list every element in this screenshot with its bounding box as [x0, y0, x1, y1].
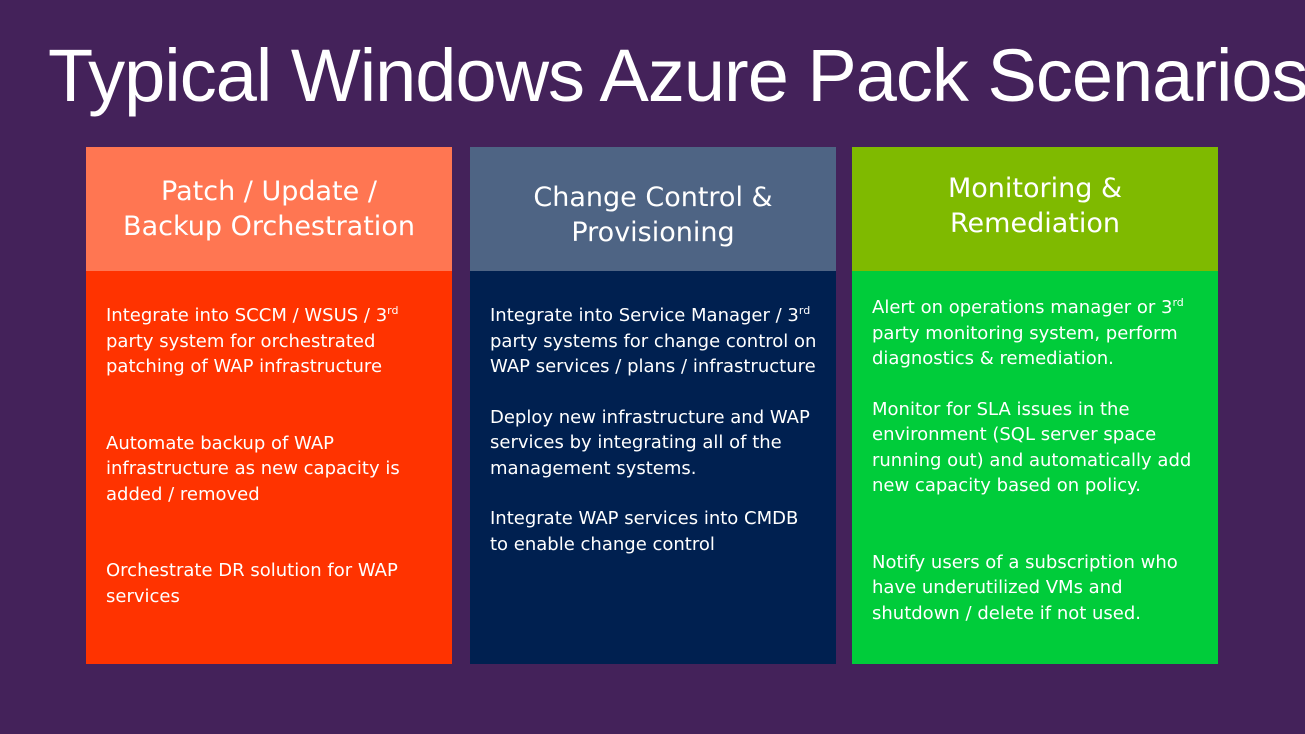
- scenario-item: Automate backup of WAP infrastructure as…: [106, 432, 400, 505]
- column-header-line: Change Control &: [533, 182, 773, 213]
- scenario-text: party system for orchestrated patching o…: [106, 330, 383, 378]
- column-header-line: Monitoring &: [947, 173, 1123, 204]
- ordinal-suffix: rd: [798, 304, 811, 317]
- scenario-item: Alert on operations manager or 3rd party…: [872, 295, 1200, 372]
- scenario-item: Monitor for SLA issues in the environmen…: [872, 398, 1192, 497]
- scenario-item: Notify users of a subscription who have …: [872, 551, 1178, 624]
- column-header-text: Monitoring & Remediation: [948, 171, 1122, 241]
- slide-title: Typical Windows Azure Pack Scenarios: [48, 34, 1305, 117]
- column-header-text: Change Control & Provisioning: [533, 180, 772, 250]
- column-header-line: Backup Orchestration: [123, 211, 415, 242]
- column-body: Integrate into SCCM / WSUS / 3rd party s…: [86, 271, 452, 664]
- scenario-item: Integrate WAP services into CMDB to enab…: [490, 508, 799, 555]
- scenario-text: Integrate into SCCM / WSUS / 3: [106, 305, 388, 326]
- scenario-text: Alert on operations manager or 3: [872, 297, 1173, 318]
- column-header: Patch / Update / Backup Orchestration: [86, 147, 452, 271]
- column-patch-update-backup: Patch / Update / Backup Orchestration In…: [86, 147, 452, 664]
- column-header-line: Provisioning: [571, 217, 735, 248]
- ordinal-suffix: rd: [387, 304, 399, 317]
- column-body: Integrate into Service Manager / 3rd par…: [470, 271, 836, 664]
- column-body: Alert on operations manager or 3rd party…: [852, 271, 1218, 664]
- column-header: Change Control & Provisioning: [470, 147, 836, 271]
- scenario-item: Integrate into Service Manager / 3rd par…: [490, 303, 818, 380]
- column-monitoring-remediation: Monitoring & Remediation Alert on operat…: [852, 147, 1218, 664]
- column-change-control-provisioning: Change Control & Provisioning Integrate …: [470, 147, 836, 664]
- column-header-line: Patch / Update /: [161, 176, 377, 207]
- scenario-text: party systems for change control on WAP …: [490, 330, 817, 378]
- scenario-item: Orchestrate DR solution for WAP services: [106, 560, 398, 607]
- scenario-item: Deploy new infrastructure and WAP servic…: [490, 406, 810, 479]
- ordinal-suffix: rd: [1172, 296, 1184, 309]
- scenario-text: party monitoring system, perform diagnos…: [872, 322, 1178, 370]
- scenario-item: Integrate into SCCM / WSUS / 3rd party s…: [106, 303, 434, 380]
- scenario-text: Integrate into Service Manager / 3: [490, 305, 799, 326]
- column-header-line: Remediation: [950, 208, 1120, 239]
- column-header: Monitoring & Remediation: [852, 147, 1218, 271]
- column-header-text: Patch / Update / Backup Orchestration: [123, 174, 415, 244]
